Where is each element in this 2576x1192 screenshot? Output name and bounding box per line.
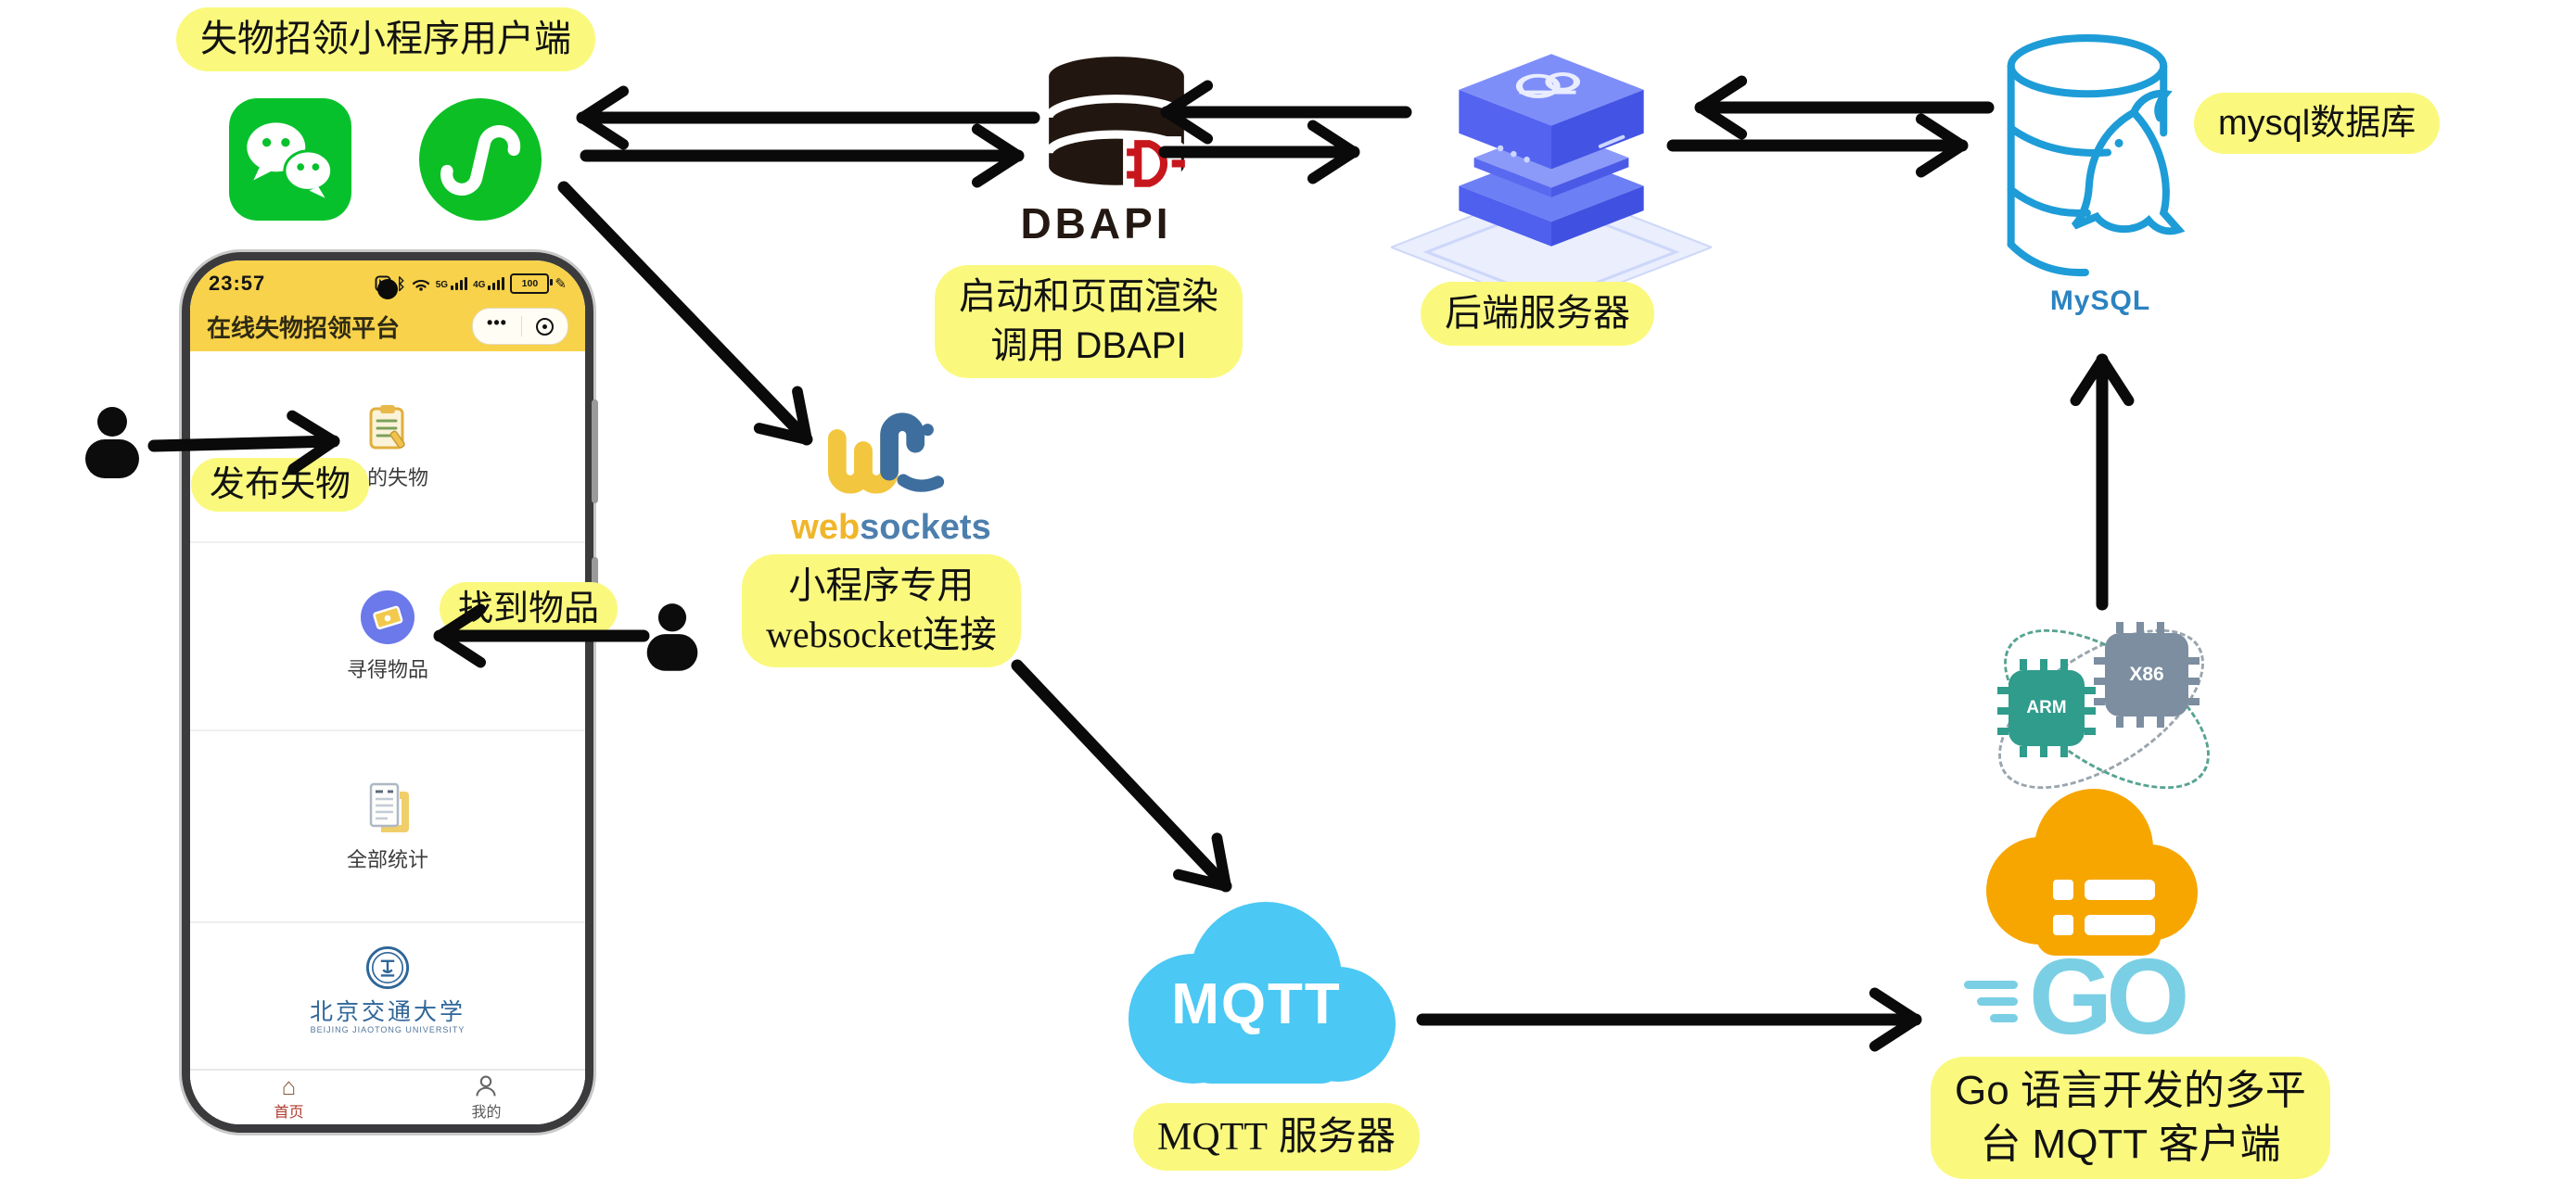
multi-arch-chips: ARM X86 — [1971, 597, 2237, 821]
phone-screen: 23:57 ᛒ 5G — [190, 260, 585, 1124]
wechat-icon — [229, 98, 351, 221]
mqtt-caption: MQTT 服务器 — [1133, 1103, 1421, 1172]
arrow-client-to-websockets — [557, 181, 813, 446]
phone-volume-button — [592, 399, 598, 503]
menu-label: 寻得物品 — [346, 657, 428, 681]
menu-item-my-lost[interactable]: 我的失物 — [190, 351, 585, 543]
x86-chip-label: X86 — [2129, 664, 2164, 685]
phone-mockup: 23:57 ᛒ 5G — [182, 252, 598, 1133]
close-target-icon[interactable] — [535, 317, 554, 336]
mqtt-caption-cn: 服务器 — [1279, 1114, 1396, 1158]
go-caption-line1: Go 语言开发的多平 — [1955, 1068, 2306, 1113]
user-publisher-icon — [80, 406, 145, 483]
battery-level: 100 — [521, 278, 539, 289]
more-options-icon[interactable]: ••• — [487, 313, 507, 332]
signal-4g-icon: 4G — [473, 277, 505, 290]
websockets-caption-line2: websocket连接 — [766, 613, 997, 655]
dbapi-caption-line1: 启动和页面渲染 — [959, 276, 1218, 317]
statistics-doc-icon — [369, 782, 409, 832]
status-icons: ᛒ 5G 4G — [375, 273, 567, 294]
tab-bar: ⌂ 首页 我的 — [190, 1069, 585, 1124]
publish-lost-label: 发布失物 — [191, 458, 370, 513]
diagram-title: 失物招领小程序用户端 — [176, 7, 595, 71]
x86-chip-icon: X86 — [2094, 622, 2200, 728]
dbapi-caption: 启动和页面渲染 调用 DBAPI — [935, 265, 1243, 378]
status-time: 23:57 — [209, 272, 266, 295]
logic-gate-icon — [1127, 140, 1185, 187]
websockets-wordmark-sockets: sockets — [860, 508, 991, 547]
mqtt-caption-latin: MQTT — [1157, 1116, 1268, 1159]
tab-home-label: 首页 — [274, 1104, 304, 1121]
mqtt-client-cloud-icon — [1973, 783, 2205, 966]
mqtt-broker-icon: MQTT — [1108, 892, 1405, 1097]
stylus-icon: ✎ — [555, 275, 567, 292]
tab-me-label: 我的 — [471, 1104, 502, 1121]
bluetooth-icon: ᛒ — [396, 274, 406, 293]
menu-label: 全部统计 — [346, 847, 428, 871]
arm-chip-icon: ARM — [1997, 659, 2096, 757]
university-seal-icon — [365, 945, 410, 989]
tab-me[interactable]: 我的 — [471, 1074, 502, 1122]
person-outline-icon — [476, 1075, 497, 1097]
arrow-websockets-to-mqtt — [1011, 659, 1232, 893]
capsule-divider — [520, 316, 522, 336]
websockets-icon — [816, 397, 964, 513]
camera-punch-hole — [377, 279, 398, 299]
dbapi-icon — [1037, 54, 1196, 209]
go-caption-line2: 台 MQTT 客户端 — [1980, 1122, 2281, 1168]
mysql-caption: mysql数据库 — [2194, 93, 2441, 155]
wifi-icon — [412, 279, 429, 291]
list-icon — [2053, 880, 2155, 935]
menu-item-statistics[interactable]: 全部统计 — [190, 731, 585, 923]
app-header: 在线失物招领平台 ••• — [190, 301, 585, 351]
mqtt-wordmark: MQTT — [1171, 972, 1342, 1036]
found-goods-icon — [361, 590, 414, 644]
battery-icon: 100 — [510, 273, 554, 294]
university-name-en: BEIJING JIAOTONG UNIVERSITY — [310, 1024, 465, 1034]
backend-server-icon — [1388, 39, 1715, 322]
arm-chip-label: ARM — [2026, 698, 2067, 717]
server-caption: 后端服务器 — [1421, 282, 1654, 346]
go-speed-lines-icon — [1964, 981, 2018, 1038]
go-wordmark: GO — [2029, 936, 2189, 1057]
menu-item-found-goods[interactable]: 寻得物品 — [190, 543, 585, 731]
websockets-caption-line1: 小程序专用 — [788, 565, 975, 606]
university-block: 北京交通大学 BEIJING JIAOTONG UNIVERSITY — [190, 923, 585, 1056]
miniprogram-capsule[interactable]: ••• — [472, 308, 568, 345]
signal-5g-icon: 5G — [436, 277, 468, 290]
university-name: 北京交通大学 — [309, 999, 465, 1025]
tab-home[interactable]: ⌂ 首页 — [274, 1074, 303, 1122]
mysql-wordmark: MySQL — [2049, 285, 2151, 316]
cloud-outline-icon — [1515, 72, 1581, 98]
miniprogram-icon — [419, 98, 542, 221]
clipboard-icon — [369, 404, 405, 449]
found-item-label: 找到物品 — [440, 582, 618, 637]
phone-top-area: 23:57 ᛒ 5G — [190, 260, 585, 351]
home-icon: ⌂ — [281, 1072, 297, 1100]
user-finder-icon — [642, 602, 703, 676]
app-title: 在线失物招领平台 — [207, 313, 401, 342]
mysql-icon — [1994, 24, 2209, 294]
websockets-wordmark-web: web — [791, 508, 861, 547]
go-logo: GO — [1964, 936, 2189, 1057]
dbapi-wordmark: DBAPI — [1020, 199, 1172, 247]
status-bar: 23:57 ᛒ 5G — [190, 266, 585, 301]
websockets-wordmark: websockets — [784, 508, 998, 548]
go-client-caption: Go 语言开发的多平 台 MQTT 客户端 — [1931, 1057, 2330, 1180]
websockets-caption: 小程序专用 websocket连接 — [742, 554, 1021, 667]
dbapi-caption-line2: 调用 DBAPI — [990, 324, 1187, 366]
